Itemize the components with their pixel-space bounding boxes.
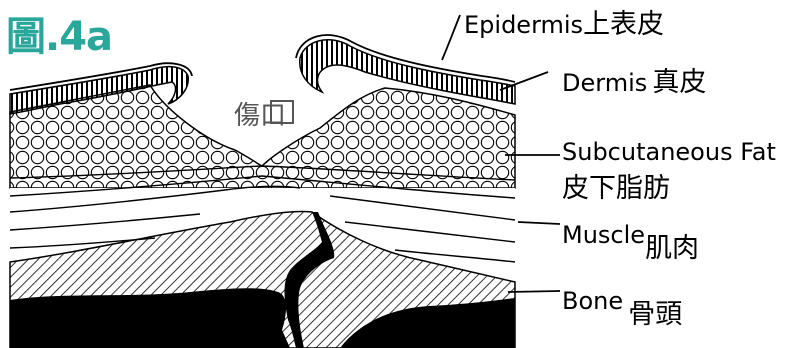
epidermis-label-en: Epidermis <box>464 11 583 39</box>
bone-label-en: Bone <box>562 287 623 315</box>
wound-label: 傷口 <box>234 95 286 132</box>
epidermis-label-zh: 上表皮 <box>583 9 664 40</box>
muscle-label-zh: 肌肉 <box>645 233 699 264</box>
muscle-label-en: Muscle <box>562 221 645 249</box>
muscle-label: Muscle肌肉 <box>562 212 699 251</box>
dermis-label-zh: 真皮 <box>652 67 706 98</box>
epidermis-label: Epidermis上表皮 <box>464 2 664 41</box>
bone-marrow <box>10 288 290 348</box>
figure-title: 圖.4a <box>6 4 112 62</box>
subcutaneous-fat-label-en: Subcutaneous Fat <box>562 138 776 166</box>
dermis-label-en: Dermis <box>562 69 647 97</box>
subcutaneous-fat-label: Subcutaneous Fat 皮下脂肪 <box>562 138 776 205</box>
bone-label: Bone 骨頭 <box>562 278 682 317</box>
subcutaneous-fat-label-zh: 皮下脂肪 <box>562 166 776 205</box>
dermis-label: Dermis 真皮 <box>562 60 706 99</box>
bone-label-zh: 骨頭 <box>628 299 682 330</box>
